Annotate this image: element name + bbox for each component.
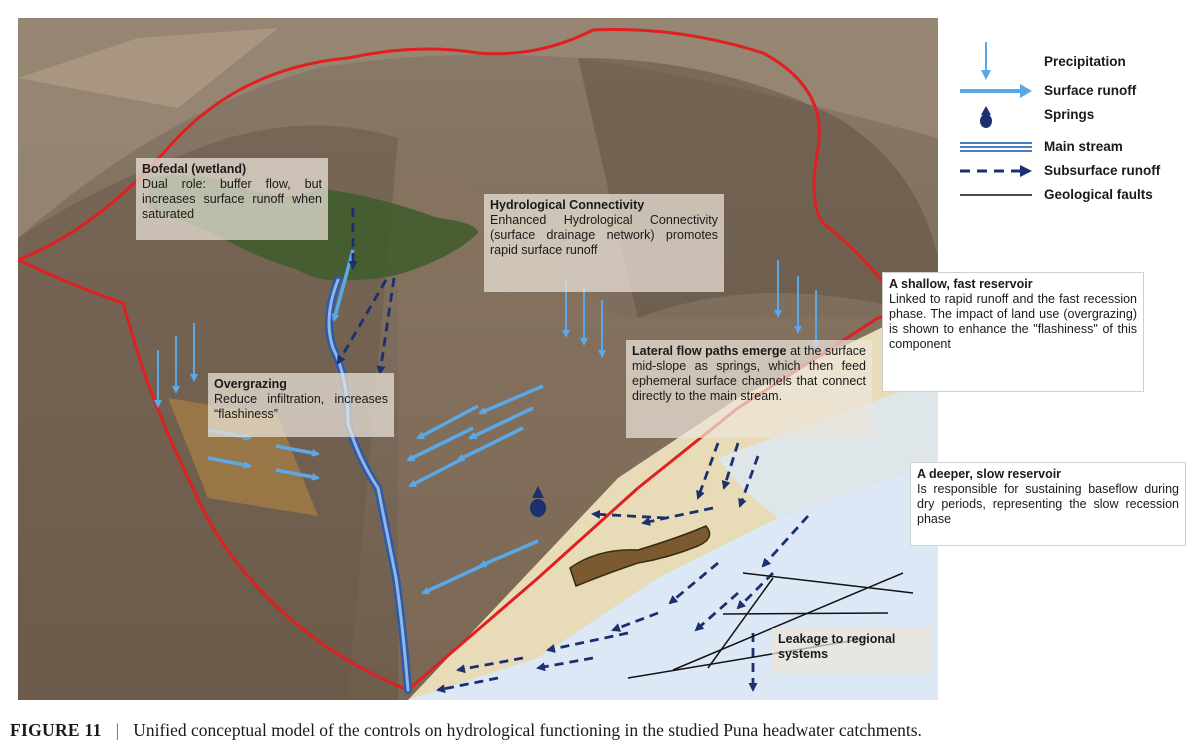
deep-reservoir-box: A deeper, slow reservoir Is responsible …: [910, 462, 1186, 546]
connectivity-box: Hydrological Connectivity Enhanced Hydro…: [484, 194, 724, 292]
legend-springs: Springs: [944, 104, 1194, 128]
leakage-label: Leakage to regional systems: [778, 632, 896, 661]
catchment-boundary-upper: [18, 27, 938, 305]
legend-subsurface-runoff-label: Subsurface runoff: [1044, 163, 1161, 178]
fault-line-icon: [960, 194, 1032, 196]
lateral-flow-box: Lateral flow paths emerge at the surface…: [626, 340, 872, 438]
bofedal-body: Dual role: buffer flow, but increases su…: [142, 177, 322, 221]
precipitation-icon: [981, 42, 991, 80]
overgrazing-body: Reduce infiltration, increases “flashine…: [214, 392, 388, 421]
legend-subsurface-runoff: Subsurface runoff: [944, 160, 1194, 182]
overgrazing-box: Overgrazing Reduce infiltration, increas…: [208, 373, 394, 437]
lateral-flow-title: Lateral flow paths emerge: [632, 344, 787, 358]
legend: Precipitation Surface runoff Springs Mai…: [944, 40, 1194, 220]
figure-caption: FIGURE 11 | Unified conceptual model of th…: [10, 720, 1190, 741]
shallow-reservoir-title: A shallow, fast reservoir: [889, 277, 1033, 291]
catchment-boundary-left: [18, 258, 409, 692]
legend-main-stream-label: Main stream: [1044, 139, 1123, 154]
legend-geological-faults: Geological faults: [944, 184, 1194, 206]
connectivity-body: Enhanced Hydrological Connectivity (surf…: [490, 213, 718, 257]
legend-surface-runoff: Surface runoff: [944, 80, 1194, 102]
surface-runoff-icon: [960, 84, 1032, 98]
overgrazing-title: Overgrazing: [214, 377, 287, 391]
legend-main-stream: Main stream: [944, 136, 1194, 158]
deep-reservoir-body: Is responsible for sustaining baseflow d…: [917, 482, 1179, 526]
lateral-flow-body: at the surface mid-slope as springs, whi…: [632, 344, 866, 403]
deep-reservoir-title: A deeper, slow reservoir: [917, 467, 1062, 481]
aquifer-lens: [569, 525, 711, 587]
caption-text: Unified conceptual model of the controls…: [133, 720, 922, 740]
shallow-reservoir-box: A shallow, fast reservoir Linked to rapi…: [882, 272, 1144, 392]
subsurface-runoff-icon: [960, 165, 1032, 177]
connectivity-title: Hydrological Connectivity: [490, 198, 645, 212]
bofedal-title: Bofedal (wetland): [142, 162, 247, 176]
main-stream-inner: [327, 278, 410, 692]
legend-precipitation: Precipitation: [944, 40, 1194, 80]
bofedal-box: Bofedal (wetland) Dual role: buffer flow…: [136, 158, 328, 240]
subsurface-runoff-arrows: [336, 208, 810, 694]
spring-marker: [530, 486, 546, 517]
catchment-scene: Bofedal (wetland) Dual role: buffer flow…: [18, 18, 938, 700]
leakage-box: Leakage to regional systems: [772, 628, 932, 674]
caption-separator: |: [115, 720, 120, 740]
legend-geological-faults-label: Geological faults: [1044, 187, 1153, 202]
legend-springs-label: Springs: [1044, 107, 1095, 122]
upper-left-scree: [18, 28, 278, 108]
legend-precipitation-label: Precipitation: [1044, 54, 1126, 69]
shallow-reservoir-body: Linked to rapid runoff and the fast rece…: [889, 292, 1137, 351]
spring-icon: [980, 106, 992, 128]
legend-surface-runoff-label: Surface runoff: [1044, 83, 1137, 98]
deep-reservoir-upper: [718, 378, 938, 518]
figure-label: FIGURE 11: [10, 720, 102, 740]
main-stream-icon: [960, 142, 1032, 152]
